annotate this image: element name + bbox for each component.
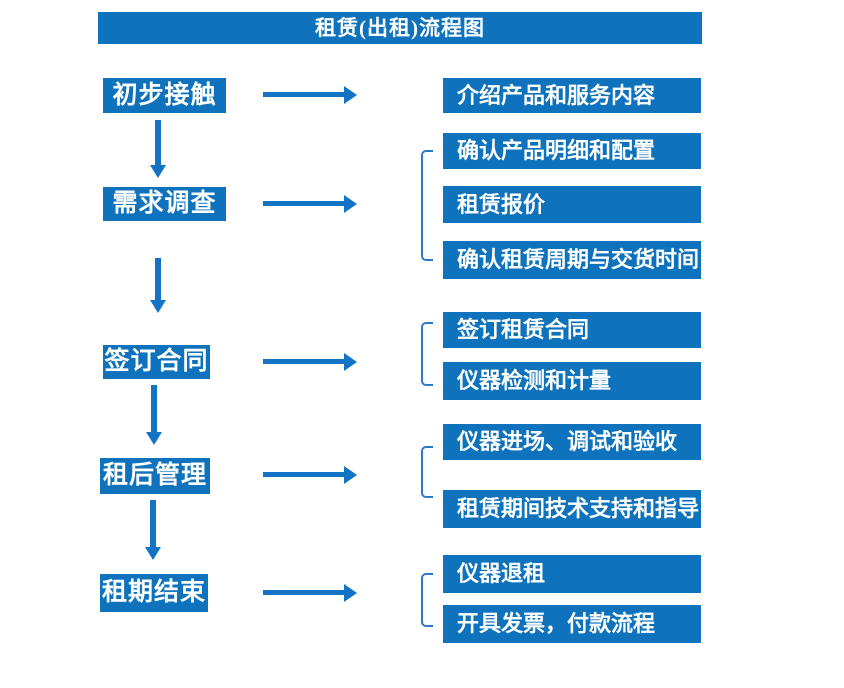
arrow-head [150, 165, 166, 178]
flowchart-title: 租赁(出租)流程图 [98, 12, 702, 44]
step-box-demand-survey: 需求调查 [103, 187, 226, 221]
arrow-head [150, 300, 166, 313]
detail-box-introduce-products: 介绍产品和服务内容 [443, 78, 701, 113]
detail-box-rental-quote: 租赁报价 [443, 186, 701, 223]
detail-box-instrument-return: 仪器退租 [443, 555, 701, 593]
detail-box-instrument-setup-acceptance: 仪器进场、调试和验收 [443, 424, 701, 460]
step-box-rental-end: 租期结束 [100, 574, 208, 612]
arrow-head [344, 353, 357, 371]
detail-box-invoice-payment: 开具发票，付款流程 [443, 605, 701, 643]
step-box-post-rental-management: 租后管理 [100, 458, 210, 494]
arrow-down-icon-4 [145, 500, 161, 560]
arrow-down-icon-2 [150, 258, 166, 313]
arrow-head [344, 86, 357, 104]
detail-box-sign-rental-contract: 签订租赁合同 [443, 312, 701, 348]
detail-box-instrument-testing: 仪器检测和计量 [443, 362, 701, 400]
arrow-head [344, 466, 357, 484]
arrow-down-icon-1 [150, 120, 166, 178]
arrow-shaft [155, 120, 161, 165]
arrow-shaft [263, 590, 344, 595]
bracket-rental-end-group [421, 573, 433, 627]
detail-box-confirm-period-delivery: 确认租赁周期与交货时间 [443, 241, 701, 279]
arrow-right-icon-5 [263, 584, 357, 602]
arrow-shaft [263, 472, 344, 477]
arrow-head [344, 584, 357, 602]
arrow-down-icon-3 [146, 385, 162, 445]
bracket-sign-contract-group [421, 322, 433, 386]
arrow-right-icon-1 [263, 86, 357, 104]
bracket-demand-survey-group [421, 150, 433, 261]
arrow-shaft [150, 500, 156, 547]
arrow-shaft [263, 359, 344, 364]
arrow-right-icon-3 [263, 353, 357, 371]
arrow-head [145, 547, 161, 560]
arrow-head [146, 432, 162, 445]
step-box-sign-contract: 签订合同 [103, 345, 210, 379]
bracket-post-rental-group [421, 446, 433, 498]
arrow-shaft [263, 92, 344, 97]
arrow-right-icon-2 [263, 195, 357, 213]
step-box-initial-contact: 初步接触 [103, 78, 226, 113]
detail-box-confirm-product-config: 确认产品明细和配置 [443, 133, 701, 169]
arrow-shaft [151, 385, 157, 432]
arrow-shaft [155, 258, 161, 300]
arrow-shaft [263, 201, 344, 206]
detail-box-technical-support: 租赁期间技术支持和指导 [443, 490, 701, 528]
arrow-head [344, 195, 357, 213]
arrow-right-icon-4 [263, 466, 357, 484]
